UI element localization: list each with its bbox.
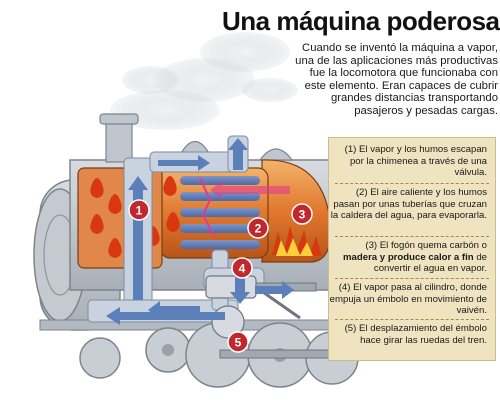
step-4-text: (4) El vapor pasa al cilindro, donde emp… <box>329 282 487 316</box>
divider <box>335 278 489 279</box>
step-2-text: (2) El aire caliente y los humos pasan p… <box>330 187 487 221</box>
marker-5: 5 <box>227 331 249 353</box>
marker-4: 4 <box>231 257 253 279</box>
step-3-text: (3) El fogón quema carbón o madera y pro… <box>329 240 487 275</box>
step-5-text: (5) El desplazamiento del émbolo hace gi… <box>344 323 487 346</box>
step-3-text-bold: madera y produce calor a fin <box>343 251 474 263</box>
svg-text:2: 2 <box>255 222 262 236</box>
svg-text:5: 5 <box>235 336 242 350</box>
marker-3: 3 <box>291 203 313 225</box>
marker-2: 2 <box>247 217 269 239</box>
marker-1: 1 <box>128 199 150 221</box>
steps-panel: (1) El vapor y los humos escapan por la … <box>328 137 496 361</box>
boiler-with-tubes <box>159 167 269 259</box>
svg-text:4: 4 <box>239 262 246 276</box>
step-3-text-start: (3) El fogón quema carbón o <box>365 240 487 251</box>
heat-flow-arrow <box>210 181 290 199</box>
step-1-text: (1) El vapor y los humos escapan por la … <box>344 144 487 178</box>
page-title: Una máquina poderosa <box>222 6 500 36</box>
divider <box>335 236 489 237</box>
step-3-text-end: de convertir el agua en vapor. <box>373 251 487 275</box>
divider <box>335 319 489 320</box>
svg-text:3: 3 <box>299 208 306 222</box>
intro-paragraph: Cuando se inventó la máquina a vapor, un… <box>295 42 498 117</box>
divider <box>335 183 489 184</box>
svg-text:1: 1 <box>136 204 143 218</box>
